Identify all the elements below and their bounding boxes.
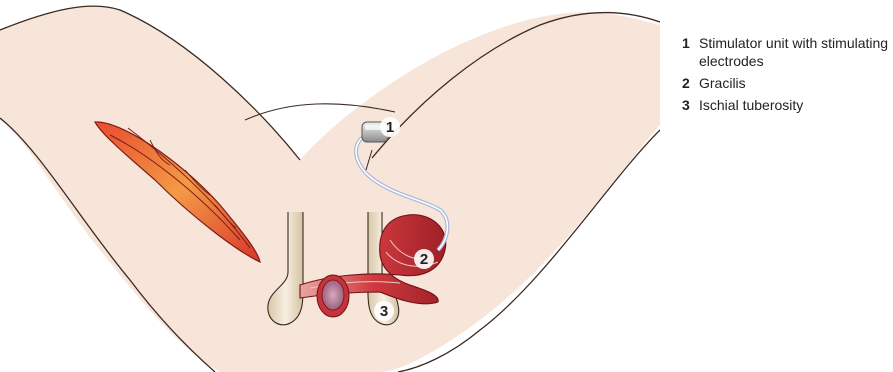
callout-3: 3 <box>374 301 394 321</box>
legend-item-2: 2 Gracilis <box>682 74 892 92</box>
legend-item-3: 3 Ischial tuberosity <box>682 96 892 114</box>
legend-number: 3 <box>682 96 699 114</box>
legend-number: 1 <box>682 34 699 70</box>
legend-label: Stimulator unit with stimulating electro… <box>699 34 892 70</box>
perineum-illustration: 1 2 3 <box>0 0 660 372</box>
legend-label: Ischial tuberosity <box>699 96 803 114</box>
legend-label: Gracilis <box>699 74 746 92</box>
callout-1: 1 <box>380 117 400 137</box>
callout-2: 2 <box>414 249 434 269</box>
callout-1-number: 1 <box>386 119 394 136</box>
callout-3-number: 3 <box>380 303 388 320</box>
anus <box>317 275 349 317</box>
legend-number: 2 <box>682 74 699 92</box>
legend: 1 Stimulator unit with stimulating elect… <box>682 34 892 118</box>
legend-item-1: 1 Stimulator unit with stimulating elect… <box>682 34 892 70</box>
callout-2-number: 2 <box>420 251 428 268</box>
